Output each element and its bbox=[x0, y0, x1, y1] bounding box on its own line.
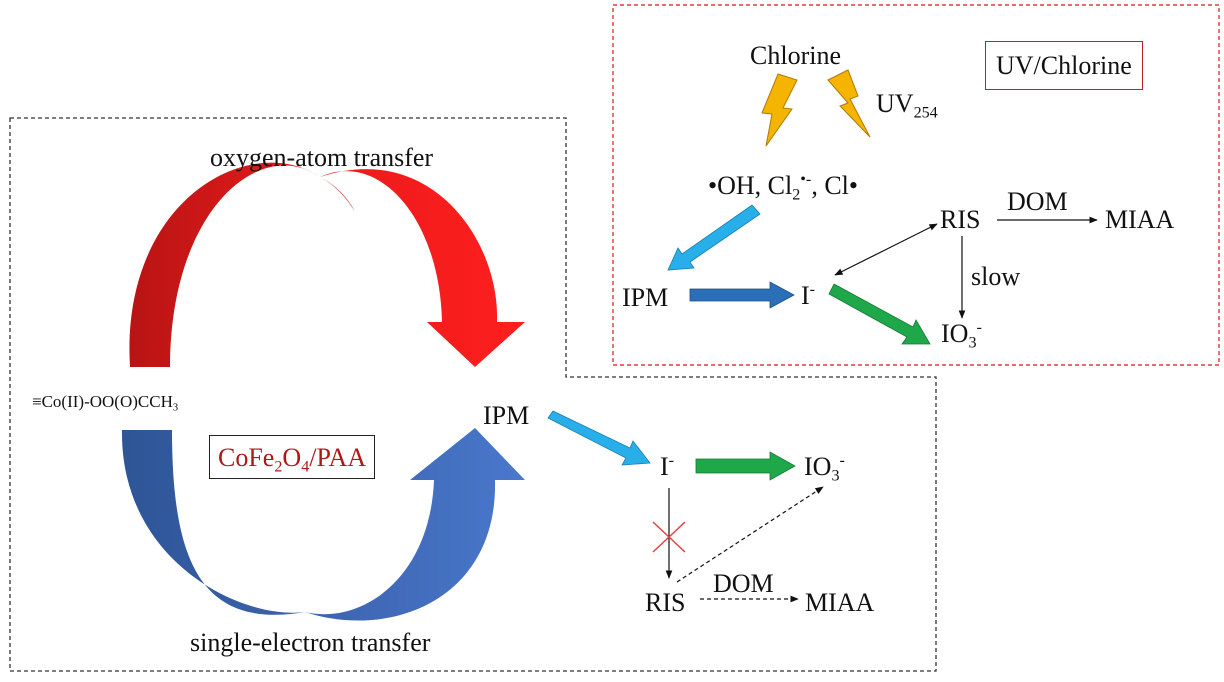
single-electron-transfer-label: single-electron transfer bbox=[190, 628, 431, 657]
single-electron-transfer-arrow bbox=[121, 428, 525, 621]
iodide-label-cofe: I- bbox=[660, 452, 675, 481]
cofe-paa-panel-border bbox=[9, 117, 937, 672]
red-arrow-fold bbox=[320, 177, 355, 212]
ris-label-uv: RIS bbox=[940, 205, 981, 234]
ris-to-iodate-dashed-arrow bbox=[676, 486, 824, 583]
ipm-to-iodide-arrow-cofe bbox=[547, 410, 651, 466]
lightning-bolt-right-icon bbox=[827, 69, 871, 138]
blocked-cross-icon bbox=[652, 521, 686, 553]
radicals-to-ipm-arrow bbox=[667, 204, 761, 271]
uv-chlorine-title: UV/Chlorine bbox=[985, 41, 1143, 90]
iodate-label-cofe: IO3- bbox=[804, 452, 845, 485]
slow-label: slow bbox=[971, 262, 1021, 291]
ipm-label-uv: IPM bbox=[622, 283, 669, 312]
ipm-to-iodide-arrow-uv bbox=[689, 281, 795, 309]
oxygen-atom-transfer-arrow bbox=[129, 162, 525, 367]
iodide-to-iodate-arrow-uv bbox=[828, 283, 931, 345]
dom-label-uv: DOM bbox=[1007, 187, 1068, 216]
ris-label-cofe: RIS bbox=[645, 588, 686, 617]
iodide-label-uv: I- bbox=[801, 281, 816, 310]
chlorine-label: Chlorine bbox=[750, 41, 841, 70]
iodide-to-iodate-arrow-cofe bbox=[695, 451, 796, 481]
ipm-label-cofe: IPM bbox=[483, 401, 530, 430]
cobalt-species-label: ≡Co(II)-OO(O)CCH3 bbox=[32, 392, 179, 414]
cofe-paa-title: CoFe2O4/PAA bbox=[209, 435, 376, 479]
oxygen-atom-transfer-label: oxygen-atom transfer bbox=[210, 143, 434, 172]
miaa-label-cofe: MIAA bbox=[805, 588, 875, 617]
lightning-bolt-left-icon bbox=[761, 73, 798, 147]
iodate-label-uv: IO3- bbox=[941, 319, 982, 352]
ris-iodide-double-arrow bbox=[834, 223, 938, 276]
uv254-label: UV254 bbox=[876, 89, 938, 122]
dom-label-cofe: DOM bbox=[713, 569, 774, 598]
uv-chlorine-panel-border bbox=[612, 4, 1220, 366]
miaa-label-uv: MIAA bbox=[1105, 205, 1175, 234]
radicals-label: •OH, Cl2•-, Cl• bbox=[708, 171, 858, 204]
